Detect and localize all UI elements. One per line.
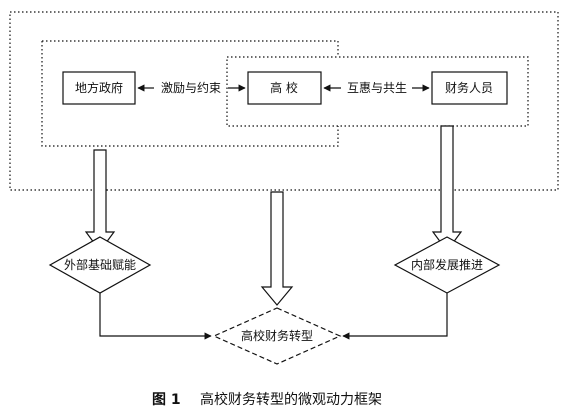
block-arrow-left [84, 149, 116, 253]
connector-left [99, 293, 212, 340]
node-local-government-label: 地方政府 [75, 80, 123, 95]
caption-title: 高校财务转型的微观动力框架 [200, 391, 382, 408]
block-arrow-center [260, 191, 294, 306]
diamond-transformation: 高校财务转型 [212, 307, 342, 365]
block-arrow-right [431, 125, 463, 253]
edge-mutual: 互惠与共生 [323, 81, 430, 95]
diamond-transformation-label: 高校财务转型 [241, 328, 313, 343]
right-group-frame [226, 56, 529, 127]
node-local-government: 地方政府 [62, 71, 136, 105]
diamond-external-empower: 外部基础赋能 [48, 236, 152, 294]
diamond-external-empower-label: 外部基础赋能 [64, 257, 136, 272]
node-finance-staff: 财务人员 [431, 71, 508, 105]
connector-right [342, 293, 448, 340]
node-finance-staff-label: 财务人员 [445, 80, 493, 95]
edge-incentive: 激励与约束 [137, 80, 246, 95]
node-university: 高 校 [247, 71, 322, 105]
caption-number: 图 1 [152, 392, 181, 408]
edge-mutual-label: 互惠与共生 [347, 81, 407, 95]
diamond-internal-drive-label: 内部发展推进 [411, 257, 483, 272]
left-group-frame [41, 40, 339, 147]
edge-incentive-label: 激励与约束 [161, 80, 221, 95]
diamond-internal-drive: 内部发展推进 [393, 236, 501, 294]
outer-dotted-frame [9, 11, 559, 191]
node-university-label: 高 校 [270, 80, 298, 95]
